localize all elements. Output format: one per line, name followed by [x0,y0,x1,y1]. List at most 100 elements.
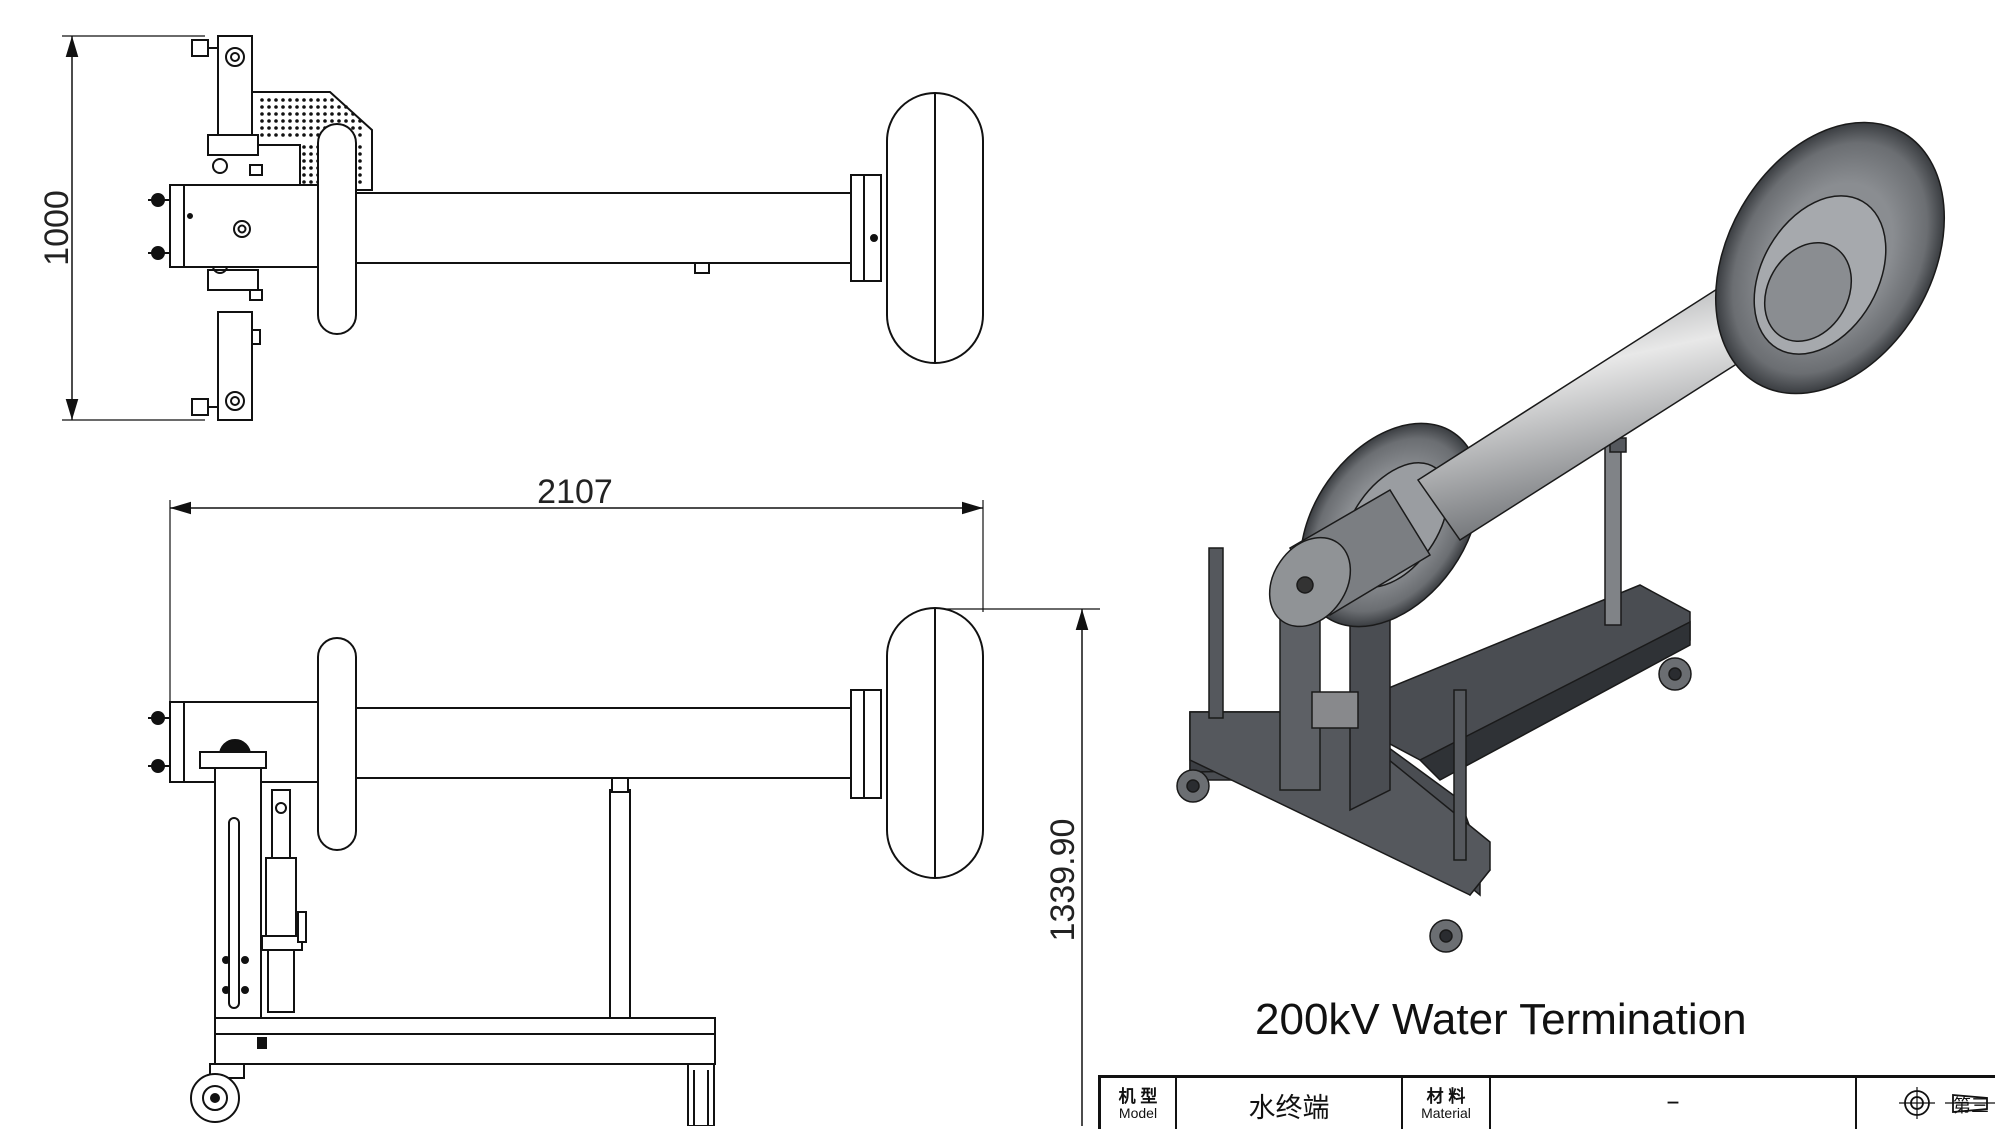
side-view [148,500,1100,1126]
perforation-hole [274,98,278,102]
perforation-hole [302,152,306,156]
perforation-hole [316,119,320,123]
perforation-hole [316,105,320,109]
perforation-hole [337,105,341,109]
isometric-view [1176,121,1946,953]
perforation-hole [309,166,313,170]
top-view [62,35,984,421]
material-label-en: Material [1421,1105,1471,1121]
perforation-hole [344,119,348,123]
perforation-hole [302,173,306,177]
perforation-hole [358,133,362,137]
perforation-hole [330,112,334,116]
perforation-hole [260,112,264,116]
perforation-hole [288,98,292,102]
model-label-en: Model [1118,1105,1158,1121]
page-label: 第三 [1953,1096,1989,1117]
perforation-hole [281,112,285,116]
perforation-hole [295,98,299,102]
perforation-hole [344,105,348,109]
perforation-hole [309,173,313,177]
perforation-hole [351,126,355,130]
title-block: 机 型 Model 水终端 材 料 Material – 第三 [1098,1075,1995,1129]
perforation-hole [267,98,271,102]
perforation-hole [260,126,264,130]
perforation-hole [295,119,299,123]
perforation-hole [302,112,306,116]
perforation-hole [274,105,278,109]
perforation-hole [309,180,313,184]
perforation-hole [309,152,313,156]
perforation-hole [358,126,362,130]
perforation-hole [295,112,299,116]
perforation-hole [302,119,306,123]
perforation-hole [330,105,334,109]
perforation-hole [295,105,299,109]
perforation-hole [274,126,278,130]
perforation-hole [358,180,362,184]
perforation-hole [267,126,271,130]
perforation-hole [288,126,292,130]
perforation-hole [358,145,362,149]
perforation-hole [358,159,362,163]
perforation-hole [358,166,362,170]
perforation-hole [337,119,341,123]
material-label-cell: 材 料 Material [1403,1078,1491,1129]
perforation-hole [274,112,278,116]
top-view-height-dimension: 1000 [38,190,76,266]
perforation-hole [358,152,362,156]
perforation-hole [351,112,355,116]
perforation-hole [288,133,292,137]
perforation-hole [302,133,306,137]
perforation-hole [337,112,341,116]
perforation-hole [260,98,264,102]
third-angle-projection-icon [1899,1087,1995,1119]
perforation-hole [281,98,285,102]
perforation-hole [281,126,285,130]
perforation-hole [302,180,306,184]
perforation-hole [302,105,306,109]
perforation-hole [323,105,327,109]
perforation-hole [358,119,362,123]
perforation-hole [309,105,313,109]
perforation-hole [260,105,264,109]
perforation-hole [281,105,285,109]
material-value: – [1666,1086,1680,1117]
perforation-hole [302,166,306,170]
model-label-cell: 机 型 Model [1101,1078,1177,1129]
perforation-hole [281,119,285,123]
perforation-hole [309,119,313,123]
perforation-hole [274,133,278,137]
perforation-hole [281,133,285,137]
perforation-hole [309,98,313,102]
perforation-hole [309,126,313,130]
perforation-hole [260,133,264,137]
material-value-cell: – [1491,1078,1857,1129]
perforation-hole [358,173,362,177]
perforation-hole [302,126,306,130]
perforation-hole [344,112,348,116]
perforation-hole [288,112,292,116]
perforation-hole [274,119,278,123]
perforation-hole [309,133,313,137]
perforation-hole [323,112,327,116]
perforation-hole [351,119,355,123]
perforation-hole [295,133,299,137]
perforation-hole [309,145,313,149]
projection-cell [1857,1078,1995,1129]
perforation-hole [288,105,292,109]
model-value: 水终端 [1248,1093,1330,1124]
model-value-cell: 水终端 [1177,1078,1403,1129]
perforation-hole [267,119,271,123]
perforation-hole [267,105,271,109]
perforation-hole [323,98,327,102]
perforation-hole [267,112,271,116]
perforation-hole [316,126,320,130]
perforation-hole [302,159,306,163]
material-label-cn: 材 料 [1426,1087,1466,1106]
perforation-hole [330,98,334,102]
drawing-title: 200kV Water Termination [1255,995,1747,1044]
perforation-hole [302,98,306,102]
perforation-hole [288,119,292,123]
